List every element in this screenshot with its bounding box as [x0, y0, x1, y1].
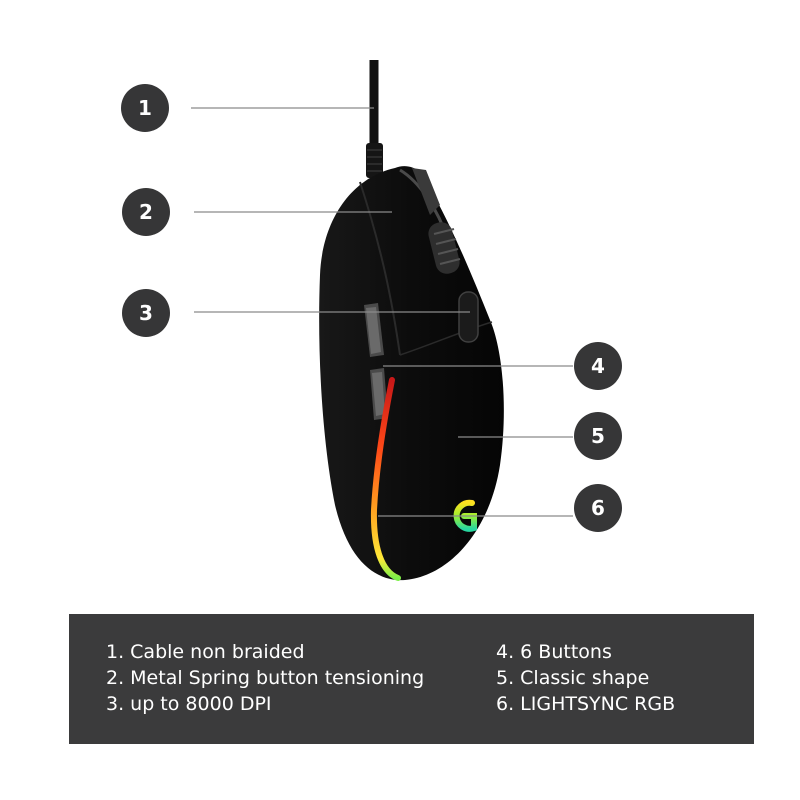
callout-number: 3: [139, 301, 153, 325]
leader-lines: [191, 107, 573, 517]
callout-number: 6: [591, 496, 605, 520]
scroll-wheel: [428, 222, 461, 274]
mouse-body: [319, 166, 504, 581]
side-buttons: [364, 303, 388, 420]
callout-number: 1: [138, 96, 152, 120]
legend-item: 3. up to 8000 DPI: [106, 693, 272, 715]
callout-1: 1: [121, 84, 169, 132]
callout-number: 5: [591, 424, 605, 448]
callout-2: 2: [122, 188, 170, 236]
legend-item: 5. Classic shape: [496, 667, 650, 689]
feature-legend: 1. Cable non braided 2. Metal Spring but…: [69, 614, 754, 744]
legend-item: 1. Cable non braided: [106, 641, 305, 663]
legend-column-left: 1. Cable non braided 2. Metal Spring but…: [106, 639, 424, 717]
legend-item: 6. LIGHTSYNC RGB: [496, 693, 676, 715]
callout-3: 3: [122, 289, 170, 337]
legend-column-right: 4. 6 Buttons 5. Classic shape 6. LIGHTSY…: [496, 639, 675, 717]
callout-4: 4: [574, 342, 622, 390]
rgb-light-strip: [370, 377, 401, 581]
g-logo: [453, 499, 477, 532]
dpi-button: [458, 291, 479, 343]
callout-number: 2: [139, 200, 153, 224]
mouse-cable: [366, 60, 383, 178]
callout-number: 4: [591, 354, 605, 378]
legend-item: 4. 6 Buttons: [496, 641, 612, 663]
callout-6: 6: [574, 484, 622, 532]
callout-5: 5: [574, 412, 622, 460]
product-diagram: 1 2 3 4 5 6: [121, 60, 622, 581]
legend-item: 2. Metal Spring button tensioning: [106, 667, 425, 689]
